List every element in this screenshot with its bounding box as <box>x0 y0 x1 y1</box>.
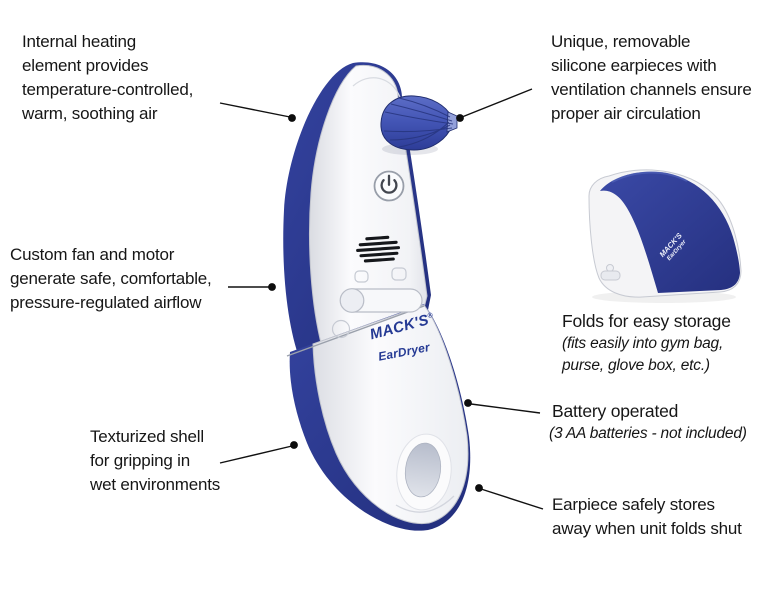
callout-stores: Earpiece safely stores away when unit fo… <box>552 493 742 541</box>
callout-line: element provides <box>22 56 149 75</box>
registered-mark: ® <box>426 311 434 321</box>
leader-battery <box>470 403 541 414</box>
callout-note: (3 AA batteries - not included) <box>549 425 747 442</box>
callout-title: Folds for easy storage <box>562 311 731 331</box>
hinge <box>339 288 423 313</box>
top-cap-seam <box>352 77 401 98</box>
folded-device-illustration <box>588 169 742 303</box>
callout-line: silicone earpieces with <box>551 56 717 75</box>
hinge-slots <box>354 267 407 283</box>
callout-line: Custom fan and motor <box>10 245 175 264</box>
leader-lines <box>219 88 544 510</box>
dot-earpieces <box>456 114 464 122</box>
callout-line: Internal heating <box>22 32 136 51</box>
leader-stores <box>480 488 544 510</box>
folded-blue-shell <box>600 171 740 293</box>
callout-battery: Battery operated (3 AA batteries - not i… <box>549 399 747 445</box>
callout-note: (fits easily into gym bag, <box>562 335 724 352</box>
folded-highlight <box>611 171 688 183</box>
dot-texture <box>290 441 298 449</box>
dot-fan <box>268 283 276 291</box>
callout-line: Earpiece safely stores <box>552 495 715 514</box>
leader-dots <box>268 114 483 492</box>
leader-texture <box>219 445 293 464</box>
callout-line: pressure-regulated airflow <box>10 293 202 312</box>
callout-line: proper air circulation <box>551 104 701 123</box>
power-icon <box>380 174 398 194</box>
callout-line: for gripping in <box>90 451 191 470</box>
callout-heating: Internal heating element provides temper… <box>22 30 193 126</box>
earpiece-recess <box>395 433 455 513</box>
dot-stores <box>475 484 483 492</box>
callout-line: Unique, removable <box>551 32 691 51</box>
power-button[interactable] <box>373 170 405 202</box>
callout-note: purse, glove box, etc.) <box>562 357 710 374</box>
folded-foot <box>600 270 621 281</box>
callout-line: Texturized shell <box>90 427 204 446</box>
callout-folds: Folds for easy storage (fits easily into… <box>562 309 731 377</box>
callout-line: ventilation channels ensure <box>551 80 752 99</box>
dot-heating <box>288 114 296 122</box>
vent-grille-icon <box>356 235 401 263</box>
callout-texture: Texturized shell for gripping in wet env… <box>90 425 220 497</box>
screw-detail <box>331 319 351 339</box>
earpiece-icon <box>380 95 458 151</box>
leader-heating <box>219 102 291 118</box>
callout-fan: Custom fan and motor generate safe, comf… <box>10 243 212 315</box>
callout-line: generate safe, comfortable, <box>10 269 212 288</box>
folded-hinge-detail <box>606 264 614 272</box>
dot-battery <box>464 399 472 407</box>
callout-title: Battery operated <box>552 401 679 421</box>
callout-line: temperature-controlled, <box>22 80 194 99</box>
callout-line: away when unit folds shut <box>552 519 742 538</box>
fold-seam <box>286 305 425 357</box>
callout-earpieces: Unique, removable silicone earpieces wit… <box>551 30 752 126</box>
main-device-illustration <box>283 62 471 531</box>
callout-line: wet environments <box>90 475 221 494</box>
callout-line: warm, soothing air <box>22 104 158 123</box>
leader-earpieces <box>461 88 533 118</box>
